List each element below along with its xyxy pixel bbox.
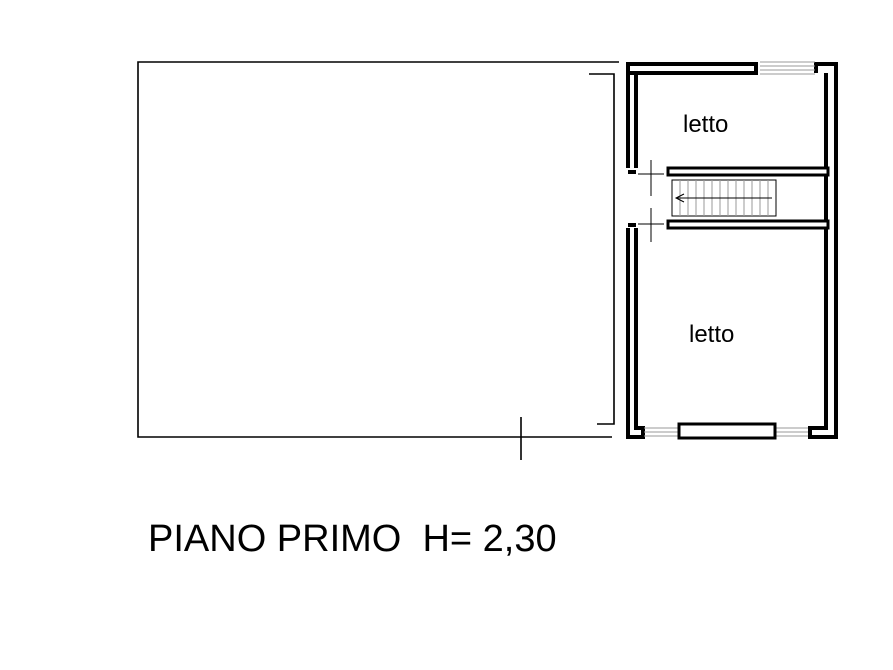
terrace-outline (137, 61, 619, 460)
plan-title: PIANO PRIMO H= 2,30 (148, 518, 557, 560)
door-marks (638, 160, 664, 242)
exterior-walls (626, 62, 838, 439)
staircase (671, 179, 777, 217)
bottom-window (644, 422, 808, 440)
upper-bedroom-label: letto (683, 111, 728, 138)
interior-wall-upper (628, 166, 830, 177)
top-window (760, 61, 815, 75)
interior-wall-lower (628, 219, 830, 230)
lower-bedroom-label: letto (689, 321, 734, 348)
